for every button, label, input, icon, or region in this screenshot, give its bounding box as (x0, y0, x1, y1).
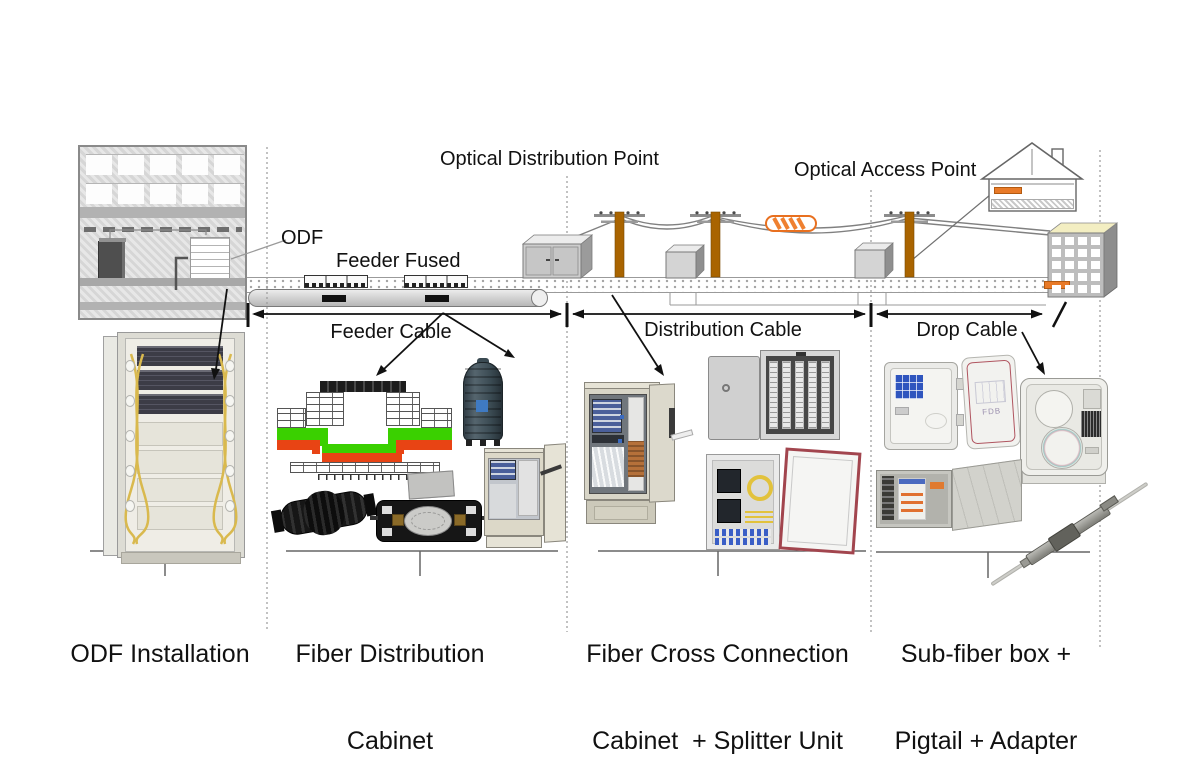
dome-closure (462, 358, 504, 448)
fiber-tray (137, 370, 223, 390)
feeder-fused-closure (404, 275, 468, 288)
splice-closure-open (370, 470, 492, 548)
connector-row (715, 538, 771, 545)
blank-panel (137, 478, 223, 502)
fiber-tray (137, 346, 223, 366)
connector-row (715, 529, 771, 536)
odp-street-cabinet (521, 234, 594, 279)
caption-fiber-cross-connection: Fiber Cross Connection Cabinet + Splitte… (586, 640, 849, 755)
building-interior-lines (109, 229, 287, 290)
manhole-diagram (276, 378, 456, 484)
fiber-routing (124, 353, 238, 545)
label-feeder-fused: Feeder Fused (336, 250, 461, 272)
caption-odf-installation: ODF Installation (70, 640, 250, 668)
subfiber-metal-box (874, 459, 1024, 536)
soil-layer-green (394, 428, 452, 440)
splitter-module (717, 499, 741, 523)
adapter-bank (1081, 411, 1101, 437)
fiber-spool (1041, 427, 1083, 469)
building-windows-row (86, 183, 244, 204)
caption-sub-fiber-box: Sub-fiber box + Pigtail + Adapter (894, 640, 1078, 755)
central-office-building (78, 145, 247, 320)
cable-span-arrowheads (252, 309, 1043, 319)
cross-connection-cabinet-photo (581, 380, 695, 530)
box-interior (880, 474, 948, 524)
door-print (974, 380, 1007, 405)
rack-base (121, 552, 241, 564)
cabinet-interior (589, 394, 647, 494)
blank-panel (137, 506, 223, 530)
splitter-box-photo (704, 444, 862, 558)
mechanical-splice-tool (975, 450, 1149, 587)
feeder-pipe-end (531, 289, 548, 307)
termination-box-photo (1016, 370, 1114, 492)
box-interior (1026, 384, 1102, 470)
box-interior (890, 368, 952, 444)
fiber-spool (1035, 390, 1073, 428)
hinge (956, 414, 964, 426)
building-windows-row (86, 154, 244, 175)
blank-panel (137, 422, 223, 446)
door-handle (669, 408, 675, 438)
building-floor-band (80, 302, 245, 310)
pole (690, 211, 741, 278)
label-panel (898, 478, 926, 520)
fiber-modules (592, 399, 622, 433)
label-odf: ODF (281, 227, 324, 249)
closure-lid (407, 470, 455, 500)
distribution-cabinet-photo (482, 442, 574, 552)
utility-poles (594, 211, 935, 278)
duct-branch-lines (669, 293, 1046, 306)
ground-box (854, 242, 894, 279)
house-terminal-box (994, 187, 1022, 194)
pipe-splice-mark (322, 295, 346, 302)
house-foundation-hatch (991, 199, 1074, 209)
aerial-splice-closure (765, 215, 817, 232)
terminal-block-box (708, 350, 842, 442)
building-floor-band (80, 278, 245, 286)
manhole-cover (320, 381, 406, 392)
blue-adapters (895, 375, 923, 399)
box-door: FDB (960, 354, 1022, 450)
cabinet-base (486, 536, 542, 548)
soil-layer-red (277, 440, 312, 450)
ground-box (665, 244, 705, 279)
box-interior (712, 460, 774, 545)
dome-label (476, 400, 488, 412)
building-floor-band (80, 207, 245, 218)
cabinet-door (544, 443, 566, 543)
cabinet-door (649, 383, 675, 503)
feeder-fused-closure (304, 275, 368, 288)
label-distribution-cable: Distribution Cable (644, 319, 802, 341)
label-optical-distribution-point: Optical Distribution Point (440, 148, 659, 170)
label-drop-cable: Drop Cable (916, 319, 1018, 341)
soil-layer-red (404, 440, 452, 450)
fiber-coil (747, 475, 773, 501)
fiber-tray (137, 394, 223, 414)
soil-layer-green (277, 428, 323, 440)
odf-schematic (190, 237, 230, 281)
label-optical-access-point: Optical Access Point (794, 159, 977, 181)
splitter-module (717, 469, 741, 493)
odf-rack-photo (103, 330, 248, 564)
door-lock (722, 384, 730, 392)
fiber-strands (745, 509, 773, 523)
copper-block (628, 441, 644, 477)
jumper-wires (592, 447, 624, 487)
splice-modules (490, 460, 516, 480)
cable-span-arrows (246, 301, 1068, 328)
pipe-splice-mark (425, 295, 449, 302)
pole (884, 211, 935, 278)
ground-ticks (318, 474, 412, 480)
label-feeder-cable: Feeder Cable (330, 321, 452, 343)
box-door (708, 356, 760, 440)
box-interior (766, 356, 834, 434)
fdb-box-photo: FDB (880, 354, 1022, 454)
pole (594, 211, 645, 278)
box-door (778, 447, 862, 555)
caption-fiber-distribution-cabinet: Fiber Distribution Cabinet (295, 640, 485, 755)
